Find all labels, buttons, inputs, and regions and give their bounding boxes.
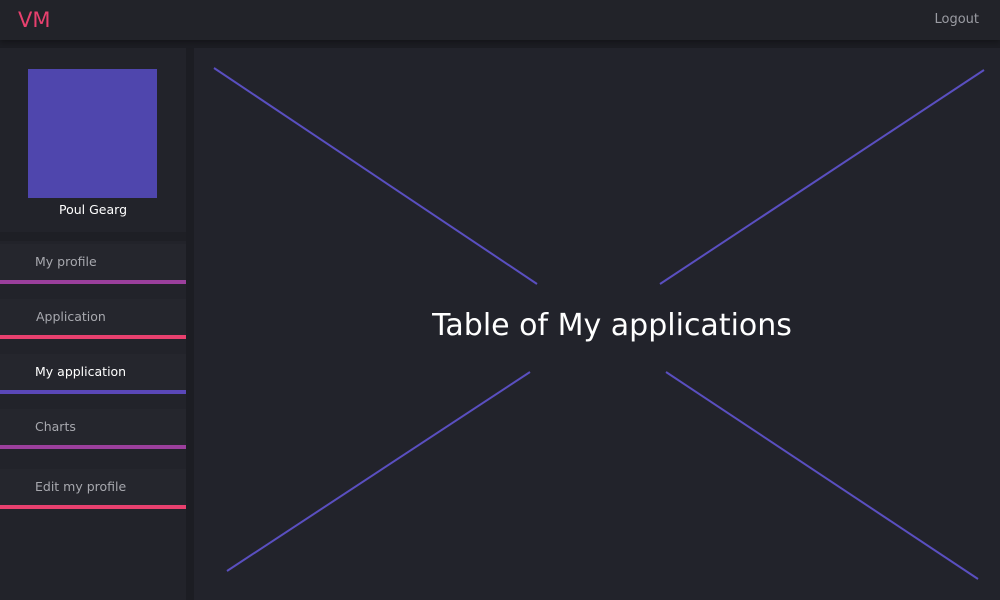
- sidebar-item-accent-bar: [0, 335, 186, 339]
- sidebar-divider: [0, 232, 186, 241]
- sidebar-item-accent-bar: [0, 390, 186, 394]
- sidebar-item-label: My application: [35, 364, 127, 379]
- avatar: [28, 69, 157, 198]
- sidebar-item-label: My profile: [35, 254, 97, 269]
- placeholder-cross-lines: [213, 67, 985, 580]
- sidebar-item-charts[interactable]: Charts: [0, 409, 186, 449]
- sidebar-item-label: Charts: [35, 419, 76, 434]
- sidebar-item-label: Edit my profile: [35, 479, 127, 494]
- page-title: Table of My applications: [432, 308, 792, 343]
- logout-link[interactable]: Logout: [934, 12, 979, 27]
- sidebar-item-accent-bar: [0, 505, 186, 509]
- sidebar: Poul Gearg My profile Application My app…: [0, 48, 186, 600]
- sidebar-item-label: Application: [36, 309, 106, 324]
- sidebar-item-my-profile[interactable]: My profile: [0, 244, 186, 284]
- user-name: Poul Gearg: [59, 202, 127, 217]
- sidebar-item-edit-my-profile[interactable]: Edit my profile: [0, 469, 186, 509]
- main-content-placeholder: [194, 48, 1000, 600]
- sidebar-item-accent-bar: [0, 280, 186, 284]
- sidebar-item-my-application[interactable]: My application: [0, 354, 186, 394]
- top-bar: VM Logout: [0, 0, 1000, 40]
- sidebar-item-application[interactable]: Application: [0, 299, 186, 339]
- sidebar-item-accent-bar: [0, 445, 186, 449]
- app-logo[interactable]: VM: [18, 8, 51, 32]
